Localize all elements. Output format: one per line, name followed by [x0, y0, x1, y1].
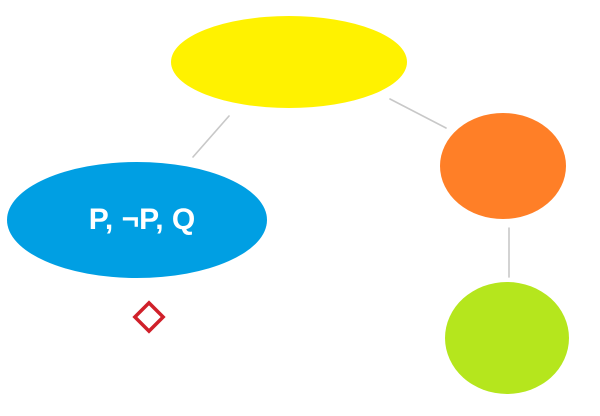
left-node-label: P, ¬P, Q — [89, 203, 195, 236]
left-node[interactable] — [7, 162, 267, 278]
right-child-node[interactable] — [445, 282, 569, 394]
right-node[interactable] — [440, 113, 566, 219]
diamond-icon — [132, 300, 166, 334]
root-node[interactable] — [171, 16, 407, 108]
edge-root-right — [389, 98, 447, 129]
edge-root-left — [192, 115, 230, 158]
